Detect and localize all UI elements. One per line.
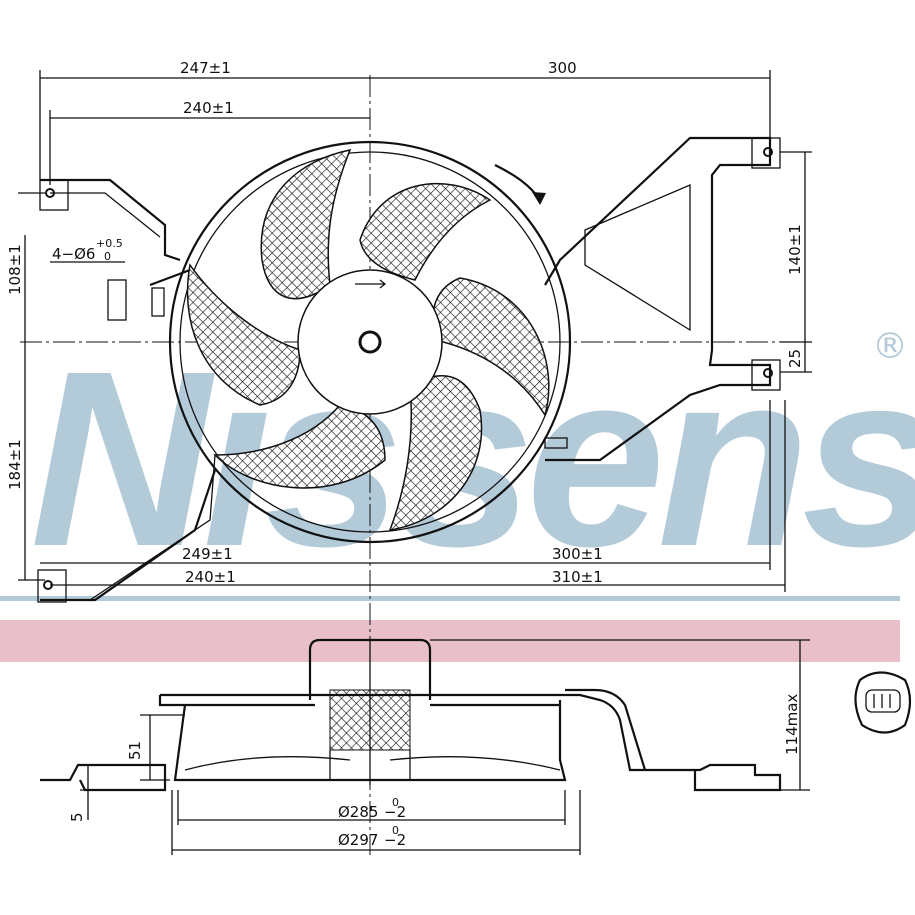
fan-blade <box>388 375 483 531</box>
dim-310: 310±1 <box>552 568 603 586</box>
dim-249: 249±1 <box>182 545 233 563</box>
dim-51: 51 <box>126 741 144 760</box>
mount-hole-top-right <box>751 137 781 169</box>
fan-blade <box>431 277 550 417</box>
hole-spec: 4−Ø6 <box>52 245 95 263</box>
dim-184: 184±1 <box>6 439 24 490</box>
side-frame <box>158 688 782 792</box>
dim-240-top: 240±1 <box>183 99 234 117</box>
watermark-band-blue <box>0 596 900 601</box>
watermark-band-pink <box>0 620 900 662</box>
mount-hole-top-left <box>39 179 69 211</box>
dim-247: 247±1 <box>180 59 231 77</box>
dia-285-tol: −2 <box>384 803 406 821</box>
hole-tol-lower: 0 <box>104 250 111 263</box>
fan-blade <box>186 263 301 406</box>
fan-blades <box>186 148 550 531</box>
fan-blade <box>260 148 352 300</box>
side-dimension-lines <box>80 639 810 855</box>
fan-shroud-inner <box>179 151 561 533</box>
electrical-plug <box>854 671 912 734</box>
connector-left <box>107 279 127 321</box>
hole-tol-upper: +0.5 <box>96 237 123 250</box>
registered-mark: ® <box>872 326 908 367</box>
dim-300: 300 <box>548 59 577 77</box>
side-view: 114max 51 5 Ø285 −2 0 Ø297 −2 0 <box>40 638 912 855</box>
dim-240-bottom: 240±1 <box>185 568 236 586</box>
fan-blade <box>213 404 386 489</box>
side-mount-tab <box>40 763 167 792</box>
fan-shroud-outer <box>168 140 572 544</box>
fan-blade <box>359 182 492 281</box>
dia-285: Ø285 <box>338 803 378 821</box>
dia-297: Ø297 <box>338 831 378 849</box>
frame-outline <box>40 136 772 602</box>
rotation-arrow-icon <box>494 164 541 201</box>
side-blade-lines <box>184 640 561 785</box>
dim-114max: 114max <box>783 694 801 755</box>
connector-bottom <box>544 437 568 449</box>
hub-arrow-icon <box>355 279 387 289</box>
connector-clip <box>151 287 165 317</box>
dimension-lines <box>18 70 812 592</box>
dim-25: 25 <box>786 349 804 368</box>
fan-shaft <box>358 330 382 354</box>
dim-5: 5 <box>68 812 86 822</box>
front-view: 247±1 300 240±1 140±1 25 108±1 184±1 4−Ø… <box>6 59 812 855</box>
dia-297-tol: −2 <box>384 831 406 849</box>
mount-hole-bottom-right <box>751 359 781 391</box>
dim-140: 140±1 <box>786 224 804 275</box>
dim-108: 108±1 <box>6 244 24 295</box>
rotation-arrowhead-icon <box>532 192 546 205</box>
dia-297-tol-up: 0 <box>392 824 399 837</box>
dim-300-bottom: 300±1 <box>552 545 603 563</box>
dia-285-tol-up: 0 <box>392 796 399 809</box>
